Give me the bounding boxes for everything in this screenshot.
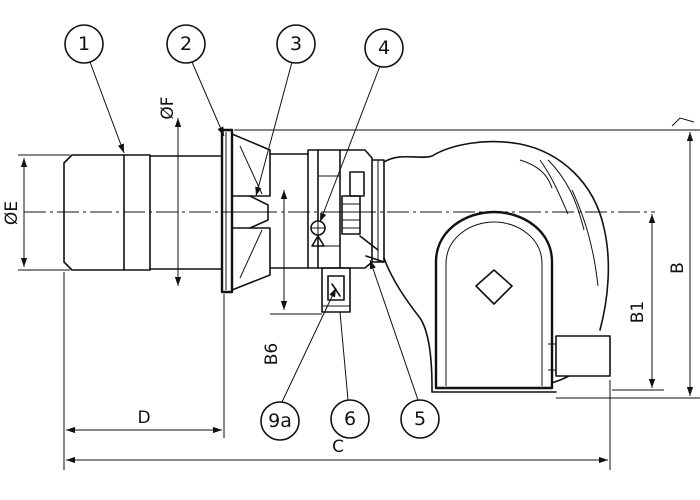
callout-6: 6	[330, 399, 370, 439]
dim-b1	[612, 214, 664, 391]
photocell	[310, 220, 326, 247]
callout-2: 2	[166, 24, 206, 64]
dim-b	[234, 117, 700, 399]
dim-b6-label: B6	[262, 343, 282, 365]
svg-text:9a: 9a	[268, 410, 292, 432]
svg-text:5: 5	[414, 408, 426, 430]
dim-d-label: D	[137, 408, 150, 428]
callout-1: 1	[64, 24, 104, 64]
dim-b1-label: B1	[628, 301, 648, 323]
motor-terminal-box	[555, 335, 611, 377]
svg-text:4: 4	[378, 37, 390, 59]
dim-c	[66, 380, 611, 470]
callout-4: 4	[364, 28, 404, 68]
callout-3: 3	[276, 24, 316, 64]
dim-c-label: C	[332, 437, 344, 457]
svg-text:3: 3	[290, 33, 302, 55]
motor-cover-knob-icon	[475, 269, 513, 305]
dim-b6	[270, 190, 322, 315]
callout-5: 5	[400, 399, 440, 439]
motor-cover	[434, 210, 554, 390]
dim-d	[63, 272, 225, 470]
svg-text:1: 1	[78, 33, 90, 55]
dim-phi-e	[18, 154, 70, 271]
blast-tube	[63, 154, 223, 271]
solenoid-block	[321, 267, 351, 313]
svg-text:2: 2	[180, 33, 192, 55]
dim-phi-e-label: ØE	[2, 201, 22, 225]
dim-b-label: B	[668, 262, 688, 274]
dim-phi-f-label: ØF	[158, 96, 178, 119]
combustion-head	[231, 133, 271, 291]
svg-text:6: 6	[344, 408, 356, 430]
control-block	[307, 149, 385, 269]
mounting-flange	[220, 128, 234, 294]
callout-9a: 9a	[260, 401, 300, 441]
leader-lines	[89, 61, 419, 403]
